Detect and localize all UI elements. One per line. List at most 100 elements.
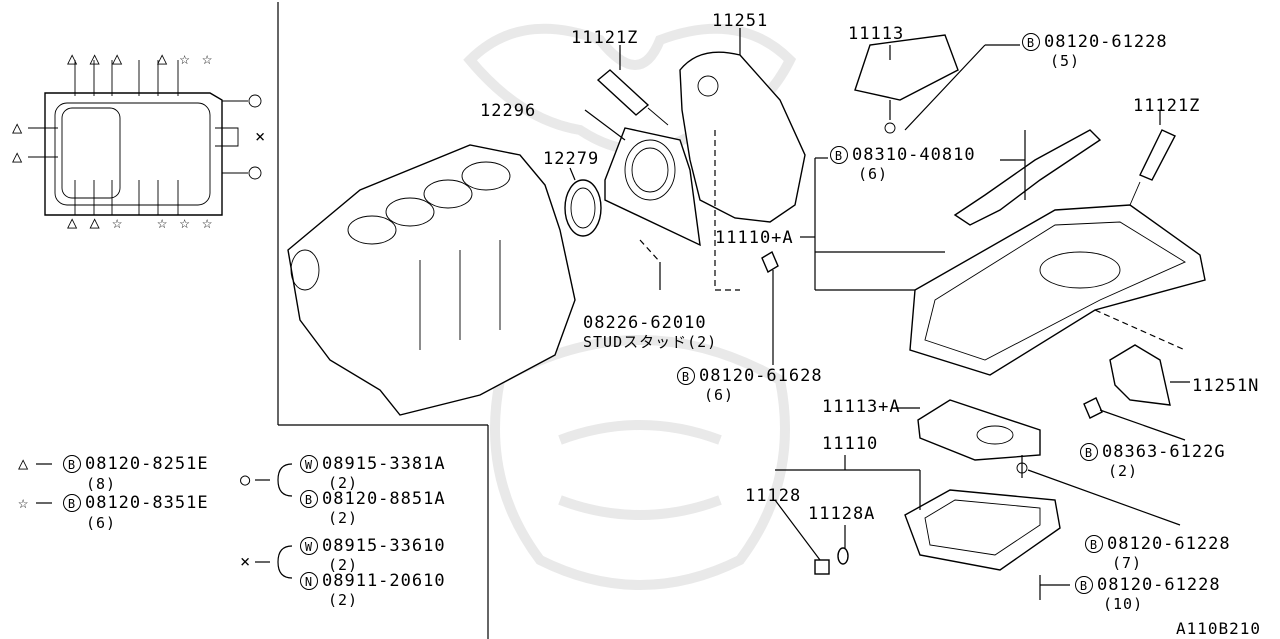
legend-number: 08120-8351E xyxy=(84,493,209,513)
legend-qty: (2) xyxy=(328,474,359,492)
mark: ☆ xyxy=(201,213,214,233)
mark: △ xyxy=(67,213,79,233)
bolt-symbol-icon: B xyxy=(1085,535,1103,553)
bolt-symbol-icon: B xyxy=(677,367,695,385)
legend-qty: (6) xyxy=(86,514,117,532)
bolt-number: 08120-61228 xyxy=(1044,32,1168,52)
bolt-qty: (10) xyxy=(1103,595,1144,613)
mark: ☆ xyxy=(112,213,124,233)
x-mark-icon: × xyxy=(240,552,252,572)
mark: △ xyxy=(89,49,101,69)
legend-qty: (2) xyxy=(328,509,359,527)
alignment-dash xyxy=(714,130,740,291)
bolt-61628 xyxy=(761,250,779,365)
watermark-emblem xyxy=(463,23,797,590)
legend-number: 08915-3381A xyxy=(322,454,446,474)
rear-oil-seal-retainer xyxy=(604,127,701,247)
bolt-symbol-icon: B xyxy=(300,490,318,508)
mark: △ xyxy=(156,49,169,69)
cover-plate xyxy=(1094,309,1190,406)
rear-plate xyxy=(679,51,806,223)
triangle-icon: △ xyxy=(18,454,30,474)
legend-number: 08911-20610 xyxy=(322,571,446,591)
bolt-number: 08120-61628 xyxy=(699,366,823,386)
bolt-symbol-icon: B xyxy=(1075,576,1093,594)
legend-connectors xyxy=(36,463,293,579)
leader-lines xyxy=(569,28,1161,586)
mark: △ xyxy=(89,213,101,233)
part-label: 11110 xyxy=(822,434,879,454)
washer-symbol-icon: W xyxy=(300,455,318,473)
bolt-symbol-icon: B xyxy=(62,455,81,473)
stud-desc: STUDスタッド(2) xyxy=(583,333,718,351)
gasket-mark-left-1: △ xyxy=(12,118,24,138)
washer-symbol-icon: W xyxy=(300,537,318,555)
part-label: 11251 xyxy=(712,11,769,31)
mark: △ xyxy=(67,49,79,69)
legend-number: 08915-33610 xyxy=(322,536,446,556)
legend-qty: (8) xyxy=(86,475,117,493)
lower-oil-pan xyxy=(904,489,1061,571)
circle-icon: ○ xyxy=(240,470,252,490)
part-label: 11121Z xyxy=(571,28,639,48)
diagram-id: A110B210 xyxy=(1176,619,1262,638)
part-label: 12279 xyxy=(543,149,600,169)
legend-qty: (2) xyxy=(328,556,359,574)
baffle-bracket xyxy=(854,34,1020,134)
gasket-marks-top: △ △ △ △ ☆ ☆ xyxy=(67,50,213,68)
part-label: 11110+A xyxy=(715,228,794,248)
stud-number: 08226-62010 xyxy=(583,313,707,333)
mark: ☆ xyxy=(179,49,191,69)
cylinder-block xyxy=(287,144,576,416)
bolt-qty: (5) xyxy=(1050,52,1081,70)
gasket-inset xyxy=(28,60,262,216)
legend-number: 08120-8251E xyxy=(84,454,209,474)
part-label: 11128 xyxy=(745,486,802,506)
star-icon: ☆ xyxy=(18,493,30,513)
drain-plug xyxy=(814,547,849,575)
bolt-symbol-icon: B xyxy=(1080,443,1098,461)
gasket-mark-right-x: × xyxy=(255,127,267,147)
part-label: 11113 xyxy=(848,24,905,44)
mark: ☆ xyxy=(201,49,214,69)
bolt-number: 08120-61228 xyxy=(1107,534,1231,554)
part-label: 11128A xyxy=(808,504,876,524)
mark: △ xyxy=(112,49,124,69)
legend-qty: (2) xyxy=(328,591,359,609)
mark: ☆ xyxy=(156,213,169,233)
bolt-qty: (7) xyxy=(1112,554,1143,572)
stiffener-bar xyxy=(953,129,1102,226)
sealant-tube-left xyxy=(596,69,669,126)
bolt-6122g xyxy=(1083,397,1186,441)
bolt-number: 08310-40810 xyxy=(852,145,976,165)
bolt-symbol-icon: B xyxy=(62,494,81,512)
part-label: 12296 xyxy=(480,101,537,121)
part-label: 11121Z xyxy=(1133,96,1201,116)
bolt-symbol-icon: B xyxy=(1022,33,1040,51)
baffle-plate xyxy=(917,399,1041,461)
bolt-qty: (6) xyxy=(704,386,735,404)
gasket-marks-bottom: △ △ ☆ ☆ ☆ ☆ xyxy=(67,214,213,232)
gasket-mark-left-2: △ xyxy=(12,147,24,167)
sealant-tube-right xyxy=(1129,129,1176,206)
bolt-qty: (6) xyxy=(858,165,889,183)
stud-dash xyxy=(639,239,661,263)
mark: ☆ xyxy=(179,213,191,233)
legend-number: 08120-8851A xyxy=(322,489,446,509)
bolt-number: 08363-6122G xyxy=(1102,442,1226,462)
upper-oil-pan xyxy=(909,204,1206,376)
bolt-61228-7 xyxy=(1016,455,1181,526)
bolt-symbol-icon: B xyxy=(830,146,848,164)
